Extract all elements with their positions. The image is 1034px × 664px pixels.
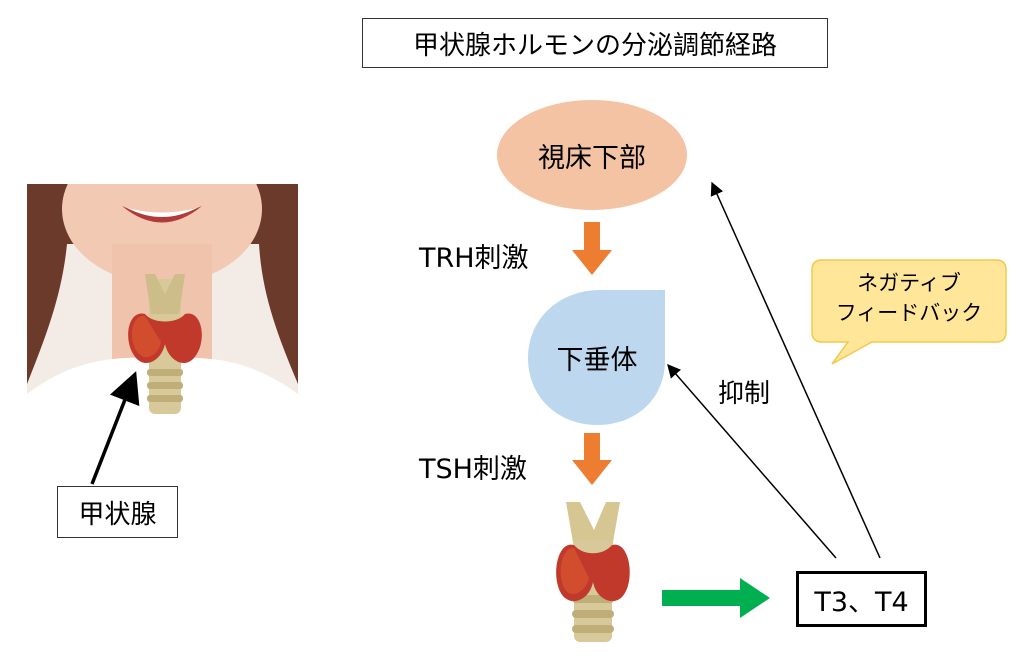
thyroid-pointer-arrow	[90, 371, 140, 485]
diagram-title: 甲状腺ホルモンの分泌調節経路	[362, 18, 828, 68]
secretion-arrow	[662, 578, 770, 618]
thyroid-label: 甲状腺	[57, 486, 178, 538]
trh-stimulus-label: TRH刺激	[419, 243, 529, 274]
inhibition-label: 抑制	[718, 379, 771, 409]
trh-arrow	[572, 222, 612, 275]
thyroid-gland-icon	[556, 502, 630, 642]
callout-line-2: フィードバック	[835, 301, 983, 325]
pituitary-label: 下垂体	[556, 345, 638, 376]
pituitary-node	[528, 290, 665, 425]
callout-line-1: ネガティブ	[857, 271, 961, 295]
callout-text: ネガティブ フィードバック	[812, 268, 1006, 328]
tsh-stimulus-label: TSH刺激	[419, 454, 527, 485]
woman-neck-photo	[27, 184, 298, 441]
inhibition-arrow-hypothalamus	[710, 181, 881, 559]
tsh-arrow	[572, 433, 612, 485]
hypothalamus-node	[497, 100, 687, 210]
t3-t4-box: T3、T4	[796, 571, 927, 627]
woman-neck-illustration	[27, 184, 298, 441]
negative-feedback-callout	[811, 259, 1007, 365]
inhibition-arrow-pituitary	[667, 363, 837, 559]
hypothalamus-label: 視床下部	[538, 143, 646, 174]
